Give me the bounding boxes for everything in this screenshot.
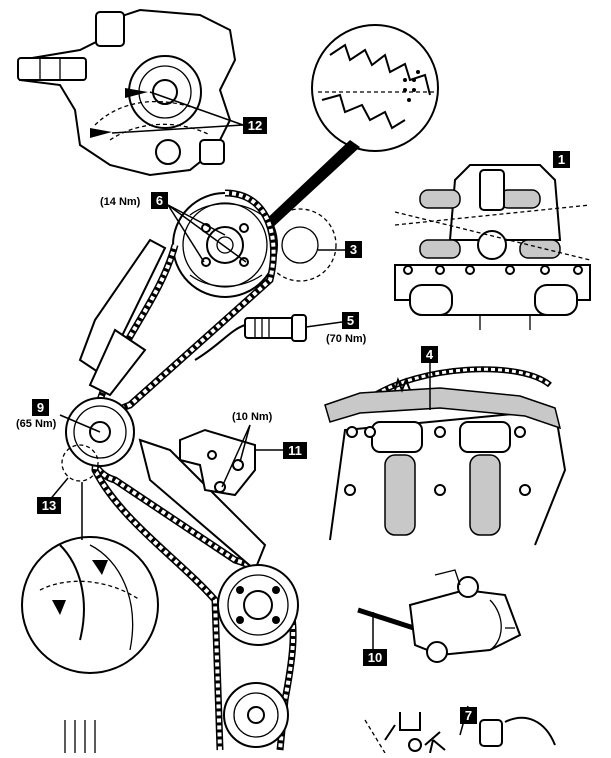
chain-guide-rails	[78, 238, 267, 572]
upper-chain-guide-view	[324, 366, 567, 546]
svg-text:9: 9	[37, 400, 44, 415]
svg-text:6: 6	[156, 193, 163, 208]
torque-label-11: (10 Nm)	[232, 411, 273, 423]
svg-text:1: 1	[558, 152, 565, 167]
callout-13: 13	[37, 497, 61, 514]
torque-label-5: (70 Nm)	[326, 333, 367, 345]
svg-text:3: 3	[350, 242, 357, 257]
callout-3: 3	[345, 241, 362, 258]
bottom-sprocket	[223, 682, 289, 748]
lower-sprocket	[217, 564, 299, 646]
callout-1: 1	[553, 151, 570, 168]
torque-label-9: (65 Nm)	[16, 418, 57, 430]
bottom-left-fragment	[64, 720, 96, 753]
svg-text:4: 4	[426, 347, 434, 362]
bottom-right-fragment	[364, 712, 556, 754]
callout-12: 12	[243, 117, 267, 134]
svg-text:12: 12	[248, 118, 262, 133]
torque-label-6: (14 Nm)	[100, 196, 141, 208]
svg-text:7: 7	[465, 708, 472, 723]
svg-text:10: 10	[368, 650, 382, 665]
callout-7: 7	[460, 707, 477, 724]
zoom-detail-sprocket-mark	[260, 24, 439, 230]
callout-9: 9	[32, 399, 49, 416]
camshaft-head-view	[394, 164, 591, 330]
callout-4: 4	[421, 346, 438, 363]
svg-text:11: 11	[288, 443, 302, 458]
callout-10: 10	[363, 649, 387, 666]
callout-5: 5	[342, 312, 359, 329]
tensioner-assembly	[357, 569, 522, 663]
detail-top-left	[17, 8, 244, 177]
callout-11: 11	[283, 442, 307, 459]
svg-text:5: 5	[347, 313, 354, 328]
svg-text:13: 13	[42, 498, 56, 513]
detail-bottom-left	[21, 482, 159, 674]
callout-6: 6	[151, 192, 168, 209]
tensioner-bolt	[194, 314, 307, 361]
